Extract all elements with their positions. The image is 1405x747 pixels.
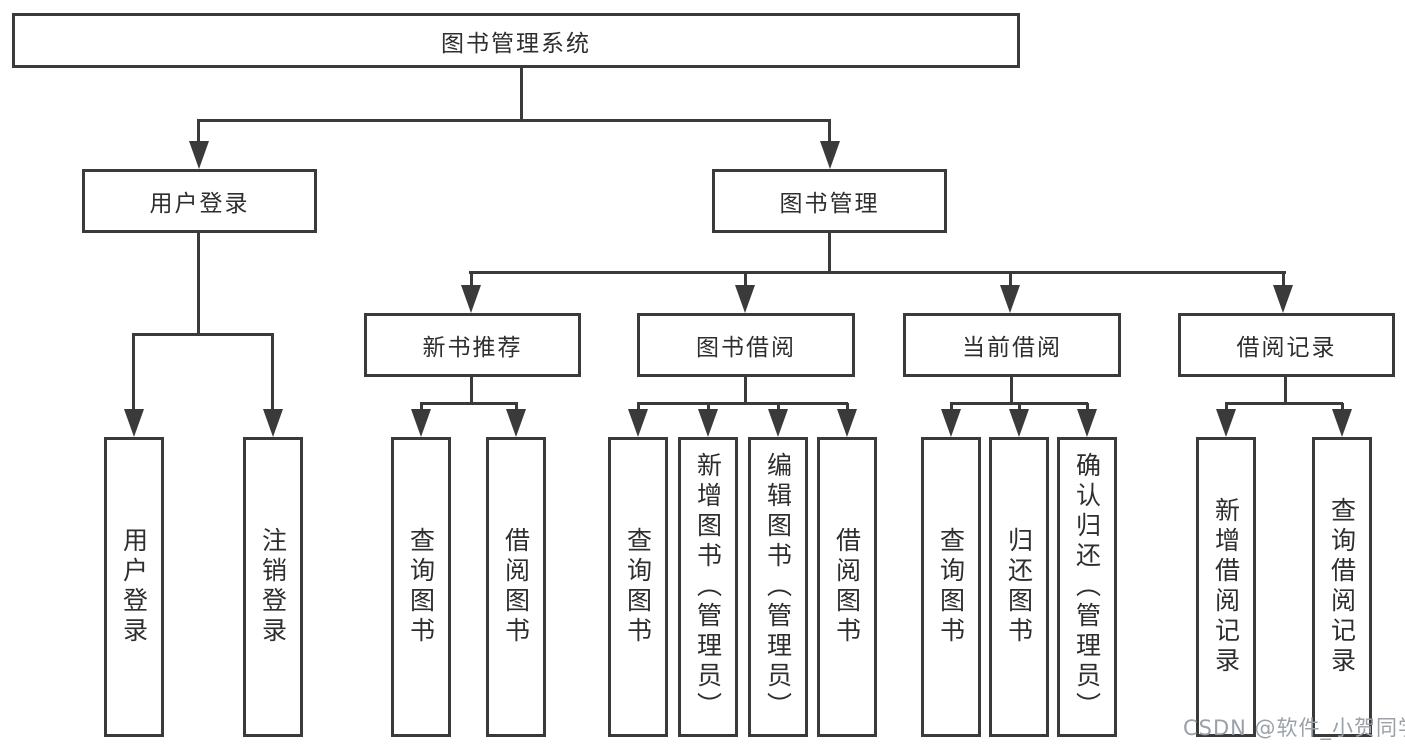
connector-current-branch-1 — [950, 403, 953, 411]
connector-borrow-branch-1 — [637, 403, 640, 411]
connector-borrow-branch-4 — [846, 403, 849, 411]
connector-recommend-stem — [470, 377, 473, 405]
connector-borrow-rail — [637, 402, 848, 405]
node-root-label: 图书管理系统 — [441, 30, 591, 57]
connector-user-login-branch-2 — [271, 333, 274, 413]
node-user-login-label: 用户登录 — [149, 191, 250, 217]
connector-root-branch-right — [828, 119, 831, 147]
leaf-logout-label: 注销登录 — [258, 527, 288, 647]
connector-borrow-branch-2 — [707, 403, 710, 411]
leaf-add-borrow-record-box: 新增借阅记录 — [1196, 437, 1256, 737]
arrow-down-icon — [1077, 409, 1097, 437]
node-current-borrow-box: 当前借阅 — [903, 313, 1121, 377]
node-book-borrow-box: 图书借阅 — [637, 313, 855, 377]
leaf-edit-books-admin-label: 编辑图书（管理员） — [763, 452, 793, 722]
node-book-management-box: 图书管理 — [712, 169, 947, 233]
arrow-down-icon — [1332, 409, 1352, 437]
connector-root-stem — [520, 68, 523, 122]
leaf-query-books-current-label: 查询图书 — [936, 527, 966, 647]
connector-current-stem — [1010, 377, 1013, 405]
arrow-down-icon — [1216, 409, 1236, 437]
connector-root-branch-left — [197, 119, 200, 147]
arrow-down-icon — [941, 409, 961, 437]
connector-current-branch-2 — [1018, 403, 1021, 411]
leaf-borrow-books-recommend-box: 借阅图书 — [486, 437, 546, 737]
connector-recommend-branch-1 — [420, 403, 423, 411]
leaf-return-books-label: 归还图书 — [1004, 527, 1034, 647]
connector-record-branch-1 — [1225, 403, 1228, 411]
leaf-query-books-borrow-label: 查询图书 — [623, 527, 653, 647]
connector-user-login-rail — [132, 333, 274, 336]
connector-borrow-branch-3 — [777, 403, 780, 411]
leaf-user-login-label: 用户登录 — [119, 527, 149, 647]
connector-current-branch-3 — [1086, 403, 1089, 411]
watermark: CSDN @软件_小贺同学 — [1183, 716, 1405, 740]
leaf-query-books-recommend-box: 查询图书 — [391, 437, 451, 737]
leaf-user-login-box: 用户登录 — [104, 437, 164, 737]
arrow-down-icon — [506, 409, 526, 437]
connector-root-rail — [197, 119, 831, 122]
node-new-book-recommend-label: 新书推荐 — [422, 335, 523, 361]
leaf-query-books-recommend-label: 查询图书 — [406, 527, 436, 647]
leaf-query-borrow-record-label: 查询借阅记录 — [1327, 497, 1357, 677]
node-new-book-recommend-box: 新书推荐 — [364, 313, 581, 377]
arrow-down-icon — [1000, 285, 1020, 313]
arrow-down-icon — [1273, 285, 1293, 313]
arrow-down-icon — [837, 409, 857, 437]
arrow-down-icon — [189, 141, 209, 169]
node-current-borrow-label: 当前借阅 — [962, 335, 1062, 361]
connector-book-mgmt-branch-1 — [470, 271, 473, 288]
arrow-down-icon — [698, 409, 718, 437]
connector-book-mgmt-stem — [828, 233, 831, 274]
connector-borrow-stem — [744, 377, 747, 405]
arrow-down-icon — [820, 141, 840, 169]
leaf-confirm-return-admin-label: 确认归还（管理员） — [1072, 452, 1102, 722]
node-borrow-record-box: 借阅记录 — [1178, 313, 1395, 377]
leaf-borrow-books-box: 借阅图书 — [817, 437, 877, 737]
connector-record-rail — [1225, 402, 1343, 405]
leaf-add-books-admin-label: 新增图书（管理员） — [693, 452, 723, 722]
connector-record-stem — [1284, 377, 1287, 405]
leaf-query-books-borrow-box: 查询图书 — [608, 437, 668, 737]
node-borrow-record-label: 借阅记录 — [1236, 335, 1337, 361]
leaf-borrow-books-label: 借阅图书 — [832, 527, 862, 647]
node-book-borrow-label: 图书借阅 — [696, 335, 796, 361]
arrow-down-icon — [461, 285, 481, 313]
arrow-down-icon — [124, 409, 144, 437]
arrow-down-icon — [1009, 409, 1029, 437]
connector-book-mgmt-branch-2 — [744, 271, 747, 288]
leaf-logout-box: 注销登录 — [243, 437, 303, 737]
leaf-confirm-return-admin-box: 确认归还（管理员） — [1057, 437, 1117, 737]
arrow-down-icon — [768, 409, 788, 437]
leaf-query-borrow-record-box: 查询借阅记录 — [1312, 437, 1372, 737]
connector-recommend-branch-2 — [515, 403, 518, 411]
leaf-add-books-admin-box: 新增图书（管理员） — [678, 437, 738, 737]
arrow-down-icon — [735, 285, 755, 313]
leaf-return-books-box: 归还图书 — [989, 437, 1049, 737]
leaf-borrow-books-recommend-label: 借阅图书 — [501, 527, 531, 647]
connector-book-mgmt-branch-4 — [1282, 271, 1285, 288]
connector-book-mgmt-rail — [469, 271, 1286, 274]
node-root-box: 图书管理系统 — [12, 13, 1020, 68]
connector-user-login-stem — [197, 233, 200, 336]
node-book-management-label: 图书管理 — [779, 191, 880, 217]
arrow-down-icon — [628, 409, 648, 437]
connector-user-login-branch-1 — [132, 333, 135, 413]
connector-book-mgmt-branch-3 — [1009, 271, 1012, 288]
leaf-query-books-current-box: 查询图书 — [921, 437, 981, 737]
arrow-down-icon — [411, 409, 431, 437]
node-user-login-box: 用户登录 — [82, 169, 317, 233]
arrow-down-icon — [263, 409, 283, 437]
connector-recommend-rail — [420, 402, 518, 405]
leaf-add-borrow-record-label: 新增借阅记录 — [1211, 497, 1241, 677]
leaf-edit-books-admin-box: 编辑图书（管理员） — [748, 437, 808, 737]
connector-record-branch-2 — [1341, 403, 1344, 411]
